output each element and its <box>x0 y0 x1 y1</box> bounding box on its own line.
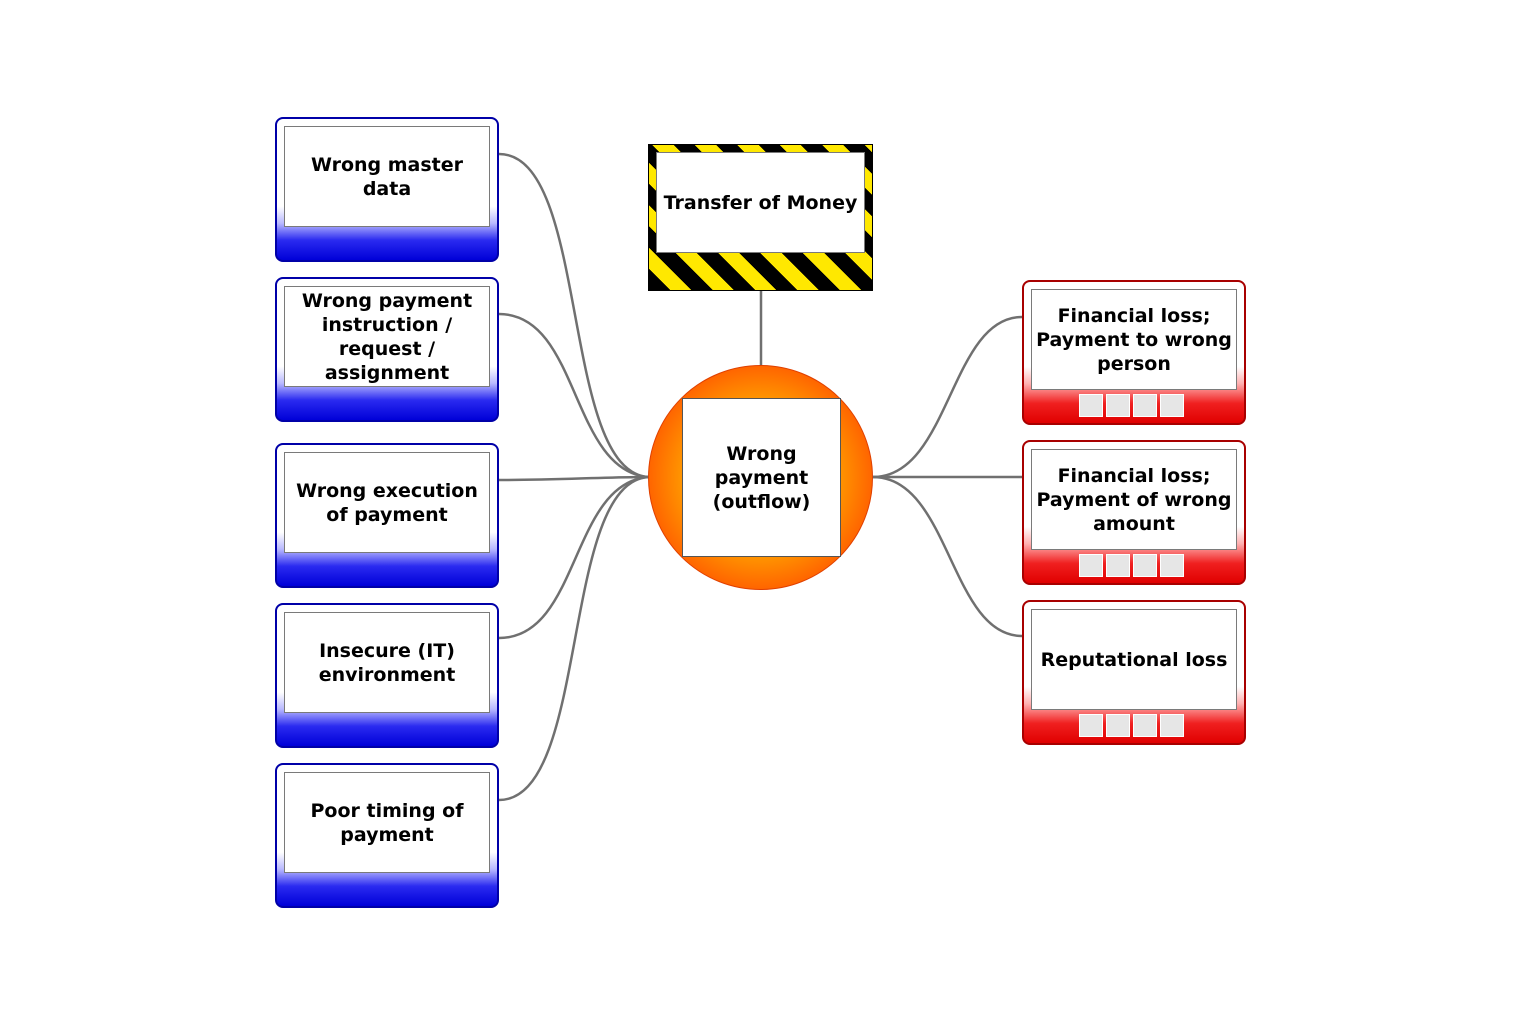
top-event-circle[interactable]: Wrong payment (outflow) <box>648 365 873 590</box>
barrier-slots <box>1079 394 1184 417</box>
barrier-slot[interactable] <box>1079 714 1103 737</box>
barrier-slot[interactable] <box>1133 714 1157 737</box>
barrier-slot[interactable] <box>1133 394 1157 417</box>
barrier-slot[interactable] <box>1106 714 1130 737</box>
barrier-slot[interactable] <box>1133 554 1157 577</box>
threat-box-5[interactable]: Poor timing of payment <box>275 763 499 908</box>
connector-consequence-1 <box>872 315 1023 479</box>
consequence-label: Financial loss; Payment of wrong amount <box>1031 449 1237 550</box>
barrier-slot[interactable] <box>1160 714 1184 737</box>
threat-box-3[interactable]: Wrong execution of payment <box>275 443 499 588</box>
threat-box-1[interactable]: Wrong master data <box>275 117 499 262</box>
consequence-box-2[interactable]: Financial loss; Payment of wrong amount <box>1022 440 1246 585</box>
barrier-slots <box>1079 554 1184 577</box>
connector-consequence-3 <box>872 475 1023 638</box>
connector-threat-4 <box>498 475 649 640</box>
threat-label: Insecure (IT) environment <box>284 612 490 713</box>
threat-box-4[interactable]: Insecure (IT) environment <box>275 603 499 748</box>
connector-threat-2 <box>498 312 649 479</box>
threat-label: Wrong master data <box>284 126 490 227</box>
connector-threat-1 <box>498 152 649 479</box>
threat-label: Wrong execution of payment <box>284 452 490 553</box>
connector-threat-5 <box>498 475 649 802</box>
barrier-slot[interactable] <box>1160 554 1184 577</box>
barrier-slot[interactable] <box>1079 554 1103 577</box>
consequence-box-3[interactable]: Reputational loss <box>1022 600 1246 745</box>
threat-label: Poor timing of payment <box>284 772 490 873</box>
connector-threat-3 <box>498 475 649 482</box>
barrier-slot[interactable] <box>1106 554 1130 577</box>
barrier-slot[interactable] <box>1160 394 1184 417</box>
threat-label: Wrong payment instruction / request / as… <box>284 286 490 387</box>
barrier-slot[interactable] <box>1106 394 1130 417</box>
top-event-label: Wrong payment (outflow) <box>682 398 841 557</box>
barrier-slot[interactable] <box>1079 394 1103 417</box>
consequence-label: Financial loss; Payment to wrong person <box>1031 289 1237 390</box>
consequence-label: Reputational loss <box>1031 609 1237 710</box>
consequence-box-1[interactable]: Financial loss; Payment to wrong person <box>1022 280 1246 425</box>
threat-box-2[interactable]: Wrong payment instruction / request / as… <box>275 277 499 422</box>
barrier-slots <box>1079 714 1184 737</box>
hazard-box[interactable]: Transfer of Money <box>648 144 873 291</box>
hazard-label: Transfer of Money <box>656 152 865 253</box>
